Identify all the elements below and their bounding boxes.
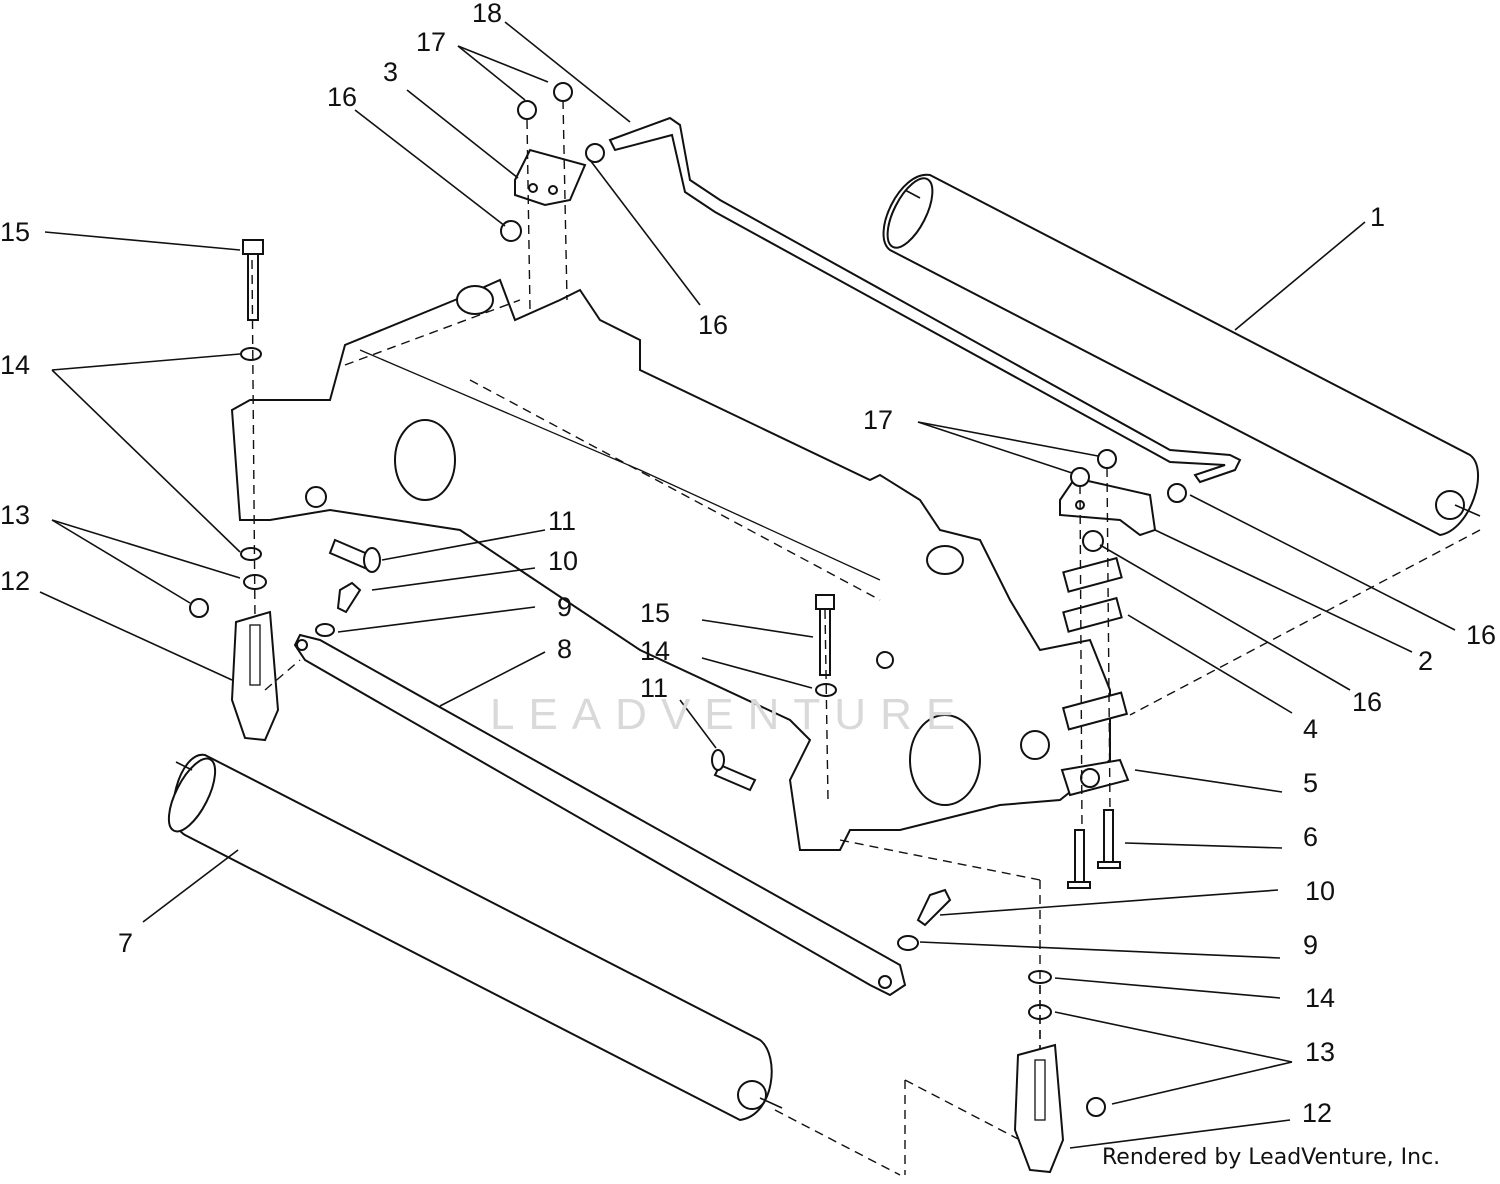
- callout-15: 15: [0, 217, 31, 247]
- callout-4: 4: [1303, 714, 1319, 744]
- assembly-lines: [251, 99, 1481, 1176]
- render-credit: Rendered by LeadVenture, Inc.: [1102, 1145, 1441, 1170]
- main-frame: [230, 278, 1111, 851]
- callout-16: 16: [698, 310, 729, 340]
- callout-11: 11: [640, 673, 669, 703]
- callout-16: 16: [327, 82, 358, 112]
- pins-11-10-9: [315, 538, 952, 951]
- watermark-text: LEADVENTURE: [490, 690, 970, 739]
- links-12: [230, 610, 1065, 1174]
- callout-1: 1: [1370, 202, 1386, 232]
- nuts-16-17: [500, 82, 1187, 552]
- callout-9: 9: [1303, 930, 1319, 960]
- callout-15: 15: [640, 598, 671, 628]
- callout-10: 10: [1305, 876, 1336, 906]
- callout-16: 16: [1352, 687, 1383, 717]
- callout-11: 11: [548, 506, 577, 536]
- callout-7: 7: [118, 928, 134, 958]
- plate-4: [1061, 556, 1129, 731]
- callout-16: 16: [1466, 620, 1497, 650]
- bar-8: [293, 633, 907, 997]
- callout-12: 12: [0, 566, 31, 596]
- callout-17: 17: [416, 27, 447, 57]
- callout-10: 10: [548, 546, 579, 576]
- callout-13: 13: [1305, 1037, 1336, 1067]
- callout-3: 3: [383, 57, 399, 87]
- callout-9: 9: [557, 592, 573, 622]
- washers-14-13: [189, 347, 1106, 1117]
- callout-14: 14: [0, 350, 31, 380]
- callout-13: 13: [0, 500, 31, 530]
- callout-8: 8: [557, 634, 573, 664]
- callout-17: 17: [863, 405, 894, 435]
- callout-12: 12: [1302, 1098, 1333, 1128]
- callout-2: 2: [1418, 646, 1434, 676]
- roller-7: [167, 753, 783, 1122]
- bracket-3: [514, 148, 587, 207]
- roller-1: [882, 173, 1481, 537]
- connecting-rod-18: [608, 116, 1242, 484]
- clamp-5: [1060, 758, 1130, 797]
- leader-lines: [39, 21, 1456, 1149]
- callout-18: 18: [472, 0, 503, 28]
- callout-5: 5: [1303, 768, 1319, 798]
- callout-14: 14: [1305, 983, 1336, 1013]
- bolts-6: [1067, 809, 1121, 889]
- callout-6: 6: [1303, 822, 1319, 852]
- callout-14: 14: [640, 636, 671, 666]
- bolt-15-left: [242, 239, 264, 321]
